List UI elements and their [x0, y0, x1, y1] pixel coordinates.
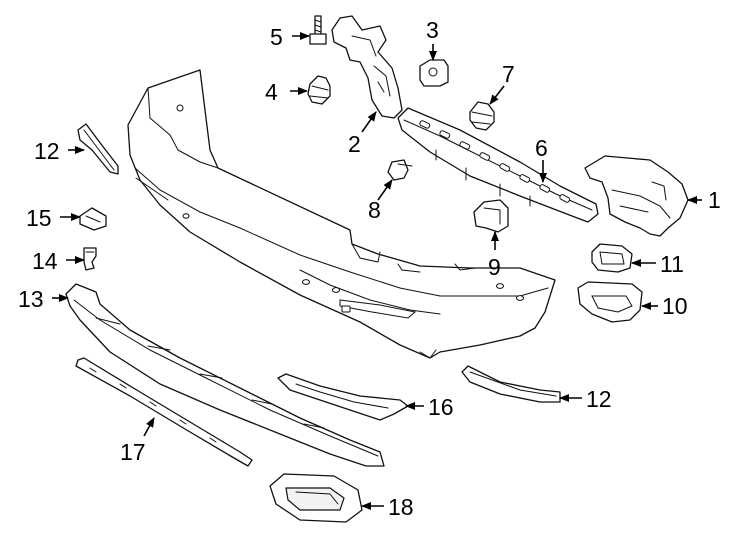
leader-17 — [143, 417, 155, 437]
part-17-lower-trim — [75, 357, 253, 467]
part-4-push-nut — [307, 75, 331, 105]
part-18-exhaust-finisher — [269, 473, 363, 523]
callout-15: 15 — [26, 205, 52, 231]
callout-8: 8 — [368, 197, 381, 223]
leader-8 — [377, 179, 393, 201]
callout-7: 7 — [502, 61, 515, 87]
part-14-push-pin — [83, 247, 97, 271]
callout-1: 1 — [708, 187, 721, 213]
part-16-bracket — [277, 373, 409, 421]
callout-5: 5 — [270, 24, 283, 50]
part-12-right-trim — [461, 365, 561, 403]
part-7-push-nut — [469, 101, 495, 131]
callout-10: 10 — [662, 293, 688, 319]
callout-13: 13 — [18, 286, 44, 312]
callout-12-right: 12 — [586, 386, 612, 412]
callout-17: 17 — [120, 439, 146, 465]
part-1-side-bracket — [584, 155, 689, 237]
leader-7 — [489, 85, 505, 105]
callout-14: 14 — [32, 248, 58, 274]
leader-lines — [52, 32, 702, 510]
callout-4: 4 — [265, 79, 278, 105]
part-15-clip — [79, 207, 107, 231]
callout-11: 11 — [660, 251, 684, 277]
part-9-bracket — [473, 199, 509, 233]
callout-2: 2 — [348, 131, 361, 157]
part-11-sensor-holder — [591, 243, 633, 273]
leader-2 — [361, 111, 377, 133]
callout-12-left: 12 — [34, 138, 60, 164]
part-10-bracket — [577, 281, 643, 323]
part-2-vertical-bracket — [331, 15, 403, 119]
part-6-energy-absorber — [397, 107, 599, 223]
part-3-clip — [419, 59, 449, 87]
callout-3: 3 — [426, 17, 439, 43]
callout-16: 16 — [428, 394, 454, 420]
bumper-cover — [127, 69, 556, 359]
part-13-lower-valance — [65, 283, 385, 467]
part-8-screw — [387, 159, 413, 181]
part-12-left-trim — [77, 123, 119, 175]
part-5-bolt — [309, 15, 327, 45]
callout-labels: 1 2 3 4 5 6 7 8 9 10 11 12 12 13 14 15 1… — [18, 17, 721, 520]
callout-6: 6 — [535, 135, 548, 161]
callout-9: 9 — [488, 254, 501, 280]
callout-18: 18 — [388, 494, 414, 520]
